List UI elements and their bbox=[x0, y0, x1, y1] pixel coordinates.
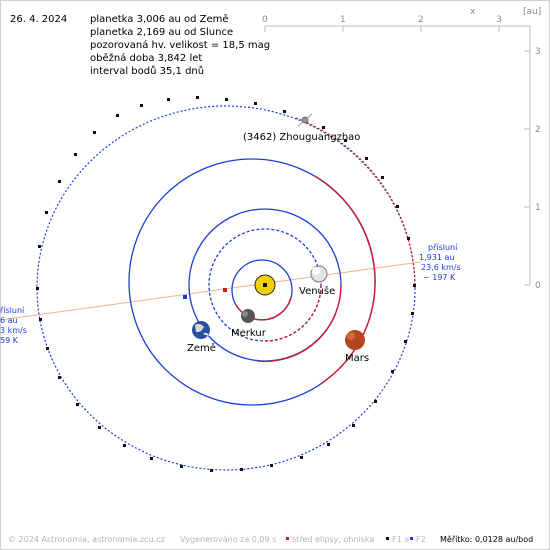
scale-label: Měřítko: 0,0128 au/bod bbox=[440, 535, 533, 544]
aphelion-speed: 3 km/s bbox=[0, 326, 27, 335]
info-magnitude: pozorovaná hv. velikost = 18,5 mag bbox=[90, 39, 270, 51]
legend-f2-label: F2 bbox=[416, 535, 426, 544]
venus-icon bbox=[310, 265, 328, 283]
date-label: 26. 4. 2024 bbox=[10, 14, 67, 25]
y-tick-1: 1 bbox=[535, 203, 541, 213]
asteroid-icon bbox=[297, 113, 313, 127]
x-tick-2: 2 bbox=[418, 15, 424, 25]
legend-f1-marker bbox=[386, 537, 389, 540]
x-tick-1: 1 bbox=[340, 15, 346, 25]
legend-f2-marker bbox=[410, 537, 413, 540]
sun-icon bbox=[254, 274, 276, 296]
perihelion-distance: 1,931 au bbox=[419, 253, 454, 262]
info-period: oběžná doba 3,842 let bbox=[90, 52, 202, 64]
unit-label: [au] bbox=[523, 7, 541, 17]
x-tick-3: 3 bbox=[496, 15, 502, 25]
line-of-apsides bbox=[0, 261, 421, 321]
perihelion-speed: 23,6 km/s bbox=[421, 263, 461, 272]
legend-center-label: střed elipsy, ohniska bbox=[292, 535, 374, 544]
info-sun-distance: planetka 2,169 au od Slunce bbox=[90, 27, 233, 38]
perihelion-title: přísluní bbox=[428, 243, 458, 252]
earth-orbit bbox=[188, 208, 342, 363]
axes bbox=[264, 25, 531, 286]
asteroid-name: (3462) Zhouguangzhao bbox=[243, 132, 360, 143]
venus-orbit bbox=[208, 228, 322, 342]
mars-label: Mars bbox=[345, 353, 369, 364]
x-tick-0: 0 bbox=[262, 15, 268, 25]
y-tick-3: 3 bbox=[535, 47, 541, 57]
aphelion-title: řísluní bbox=[0, 306, 25, 315]
mars-orbit bbox=[128, 158, 376, 406]
mercury-orbit bbox=[231, 259, 293, 321]
focus-f2-marker bbox=[183, 295, 187, 299]
perihelion-info: přísluní 1,931 au 23,6 km/s ~ 197 K bbox=[419, 243, 461, 282]
earth-icon bbox=[192, 321, 210, 339]
footer-generated: Vygenerováno za 0,09 s bbox=[180, 535, 276, 544]
y-tick-2: 2 bbox=[535, 125, 541, 135]
legend-f1-label: F1 a bbox=[392, 535, 409, 544]
venus-label: Venuše bbox=[299, 285, 335, 297]
perihelion-temperature: ~ 197 K bbox=[423, 273, 456, 282]
info-interval: interval bodů 35,1 dnů bbox=[90, 65, 204, 77]
y-tick-0: 0 bbox=[535, 281, 541, 291]
aphelion-distance: 6 au bbox=[0, 316, 18, 325]
earth-label: Země bbox=[187, 342, 216, 354]
legend-center-marker bbox=[286, 537, 289, 540]
info-earth-distance: planetka 3,006 au od Země bbox=[90, 13, 229, 25]
asteroid-orbit-points bbox=[36, 96, 416, 472]
mercury-icon bbox=[241, 309, 255, 323]
ellipse-center-marker bbox=[223, 288, 227, 292]
mercury-label: Merkur bbox=[231, 328, 267, 339]
footer-copyright: © 2024 Astronomia, astronomia.zcu.cz bbox=[8, 535, 165, 544]
x-axis-label: x bbox=[470, 7, 476, 17]
mars-icon bbox=[345, 330, 365, 350]
asteroid-orbit bbox=[36, 105, 416, 471]
aphelion-temperature: 59 K bbox=[0, 336, 19, 345]
aphelion-info: řísluní 6 au 3 km/s 59 K bbox=[0, 306, 27, 345]
